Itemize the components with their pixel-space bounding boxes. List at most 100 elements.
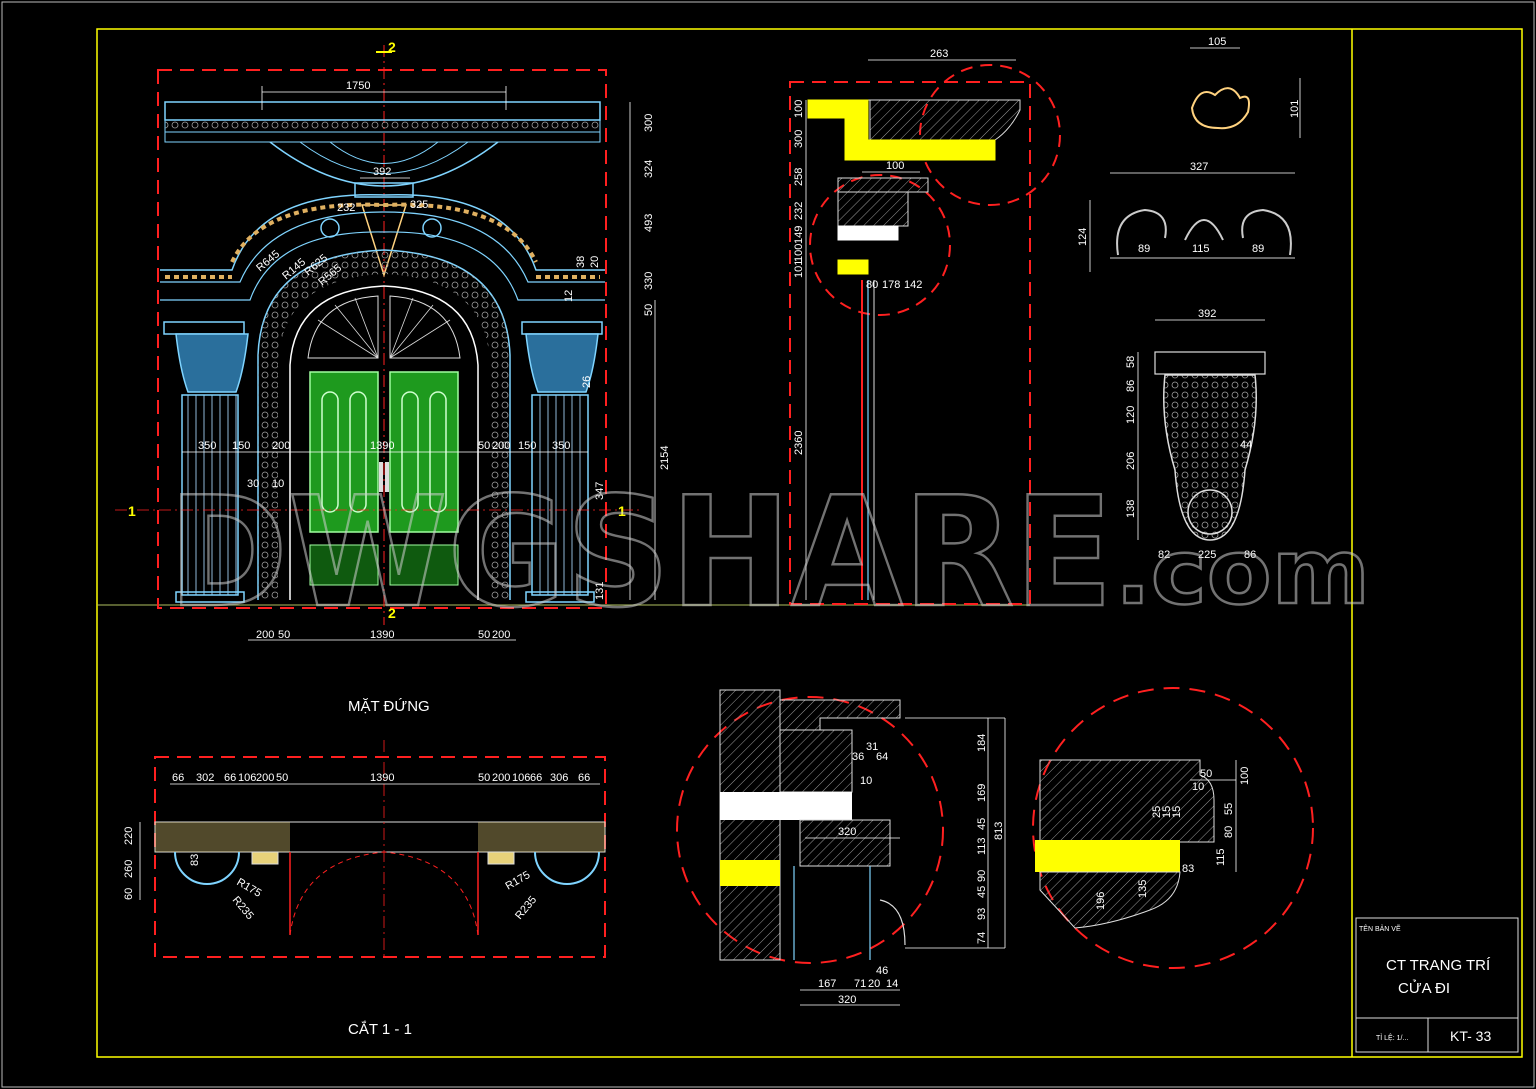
detail-b-profile-upper [1039, 759, 1215, 843]
dim-arch-right: 325 [410, 199, 428, 211]
title-name-line2: CỬA ĐI [1398, 979, 1450, 997]
dim-b-200b: 200 [492, 629, 510, 641]
wall-line [154, 821, 606, 853]
column-base-right [525, 591, 595, 603]
dim-r-2154: 2154 [659, 446, 671, 470]
detail-circle-b-marker [809, 174, 951, 316]
det-b-d6: 55 [1223, 803, 1235, 815]
column-plan-left [174, 851, 240, 885]
sec-t3: 106 [238, 772, 256, 784]
sec-t8: 200 [492, 772, 510, 784]
title-block: TÊN BẢN VẼ CT TRANG TRÍ CỬA ĐI TỈ LỆ: 1/… [1355, 917, 1519, 1053]
detail-circle-a-marker [919, 64, 1061, 206]
column-shaft-left [181, 394, 239, 596]
dim-right-stack: 300 324 493 330 50 2154 347 131 38 20 12… [563, 114, 671, 600]
door-handle-right [385, 462, 389, 492]
profile-dim-l0: 100 [793, 100, 805, 118]
sec-t1: 302 [196, 772, 214, 784]
dim-m-50: 50 [478, 440, 490, 452]
title-name-label: TÊN BẢN VẼ [1359, 924, 1401, 933]
bowl-ornament [269, 141, 499, 187]
detail-b-profile-lower [1039, 871, 1181, 929]
drawing-frame [96, 28, 1523, 1058]
ornament-scroll-part-3: 89 [1252, 243, 1264, 255]
det-b-d5: 15 [1171, 806, 1183, 818]
jamb-left [251, 851, 279, 865]
arch-bead-ornament [230, 202, 538, 263]
rosette-right [422, 218, 442, 238]
dim-keystone: 392 [373, 166, 391, 178]
door-swing-right [383, 851, 479, 936]
dim-small-26: 26 [581, 376, 593, 388]
title-sheet-number: KT- 33 [1450, 1028, 1491, 1044]
det-a-r7: 74 [976, 932, 988, 944]
door-lower-panel-right [389, 544, 459, 586]
det-a-r6: 93 [976, 908, 988, 920]
cut-mark-right: 1 [618, 503, 626, 519]
bracket-rosette [1187, 489, 1233, 535]
profile-yellow-band [837, 259, 869, 275]
det-b-d4: 15 [1161, 806, 1173, 818]
profile-block-2 [837, 177, 929, 193]
ornament-bud-shape [1190, 87, 1250, 130]
ornament-small-height: 101 [1289, 100, 1301, 118]
elevation-title: MẶT ĐỨNG [348, 698, 430, 715]
det-a-s2: 64 [876, 751, 888, 763]
dim-side-10: 10 [272, 478, 284, 490]
profile-dim-l4: 149 [793, 226, 805, 244]
det-a-btotal: 320 [838, 994, 856, 1006]
profile-dim-height: 2360 [793, 431, 805, 455]
ornament-scroll-part-2: 115 [1192, 243, 1210, 255]
transom-right [389, 295, 461, 359]
profile-dimension-lines [805, 59, 1016, 600]
profile-dim-inner: 100 [886, 160, 904, 172]
det-a-r4: 90 [976, 870, 988, 882]
det-a-s3: 10 [860, 775, 872, 787]
bracket-l3: 206 [1125, 452, 1137, 470]
ornament-small-width: 105 [1208, 36, 1226, 48]
watermark: DWGSHARE .com [167, 463, 1372, 643]
sec-t0: 66 [172, 772, 184, 784]
detail-a-circle [676, 696, 944, 964]
profile-dim-l6: 101 [793, 260, 805, 278]
bracket-width: 392 [1198, 308, 1216, 320]
detail-b-dim-lines [1190, 760, 1237, 872]
det-a-s1: 31 [866, 741, 878, 753]
detail-a-view: 184 169 45 113 90 45 93 74 813 36 31 64 … [676, 689, 1006, 1006]
rosette-left [320, 218, 340, 238]
section-title: CẮT 1 - 1 [348, 1020, 412, 1038]
det-a-r2: 45 [976, 818, 988, 830]
det-a-mid: 320 [838, 826, 856, 838]
dim-m-1390: 1390 [370, 440, 394, 452]
section-dim-top-row: 66 302 66 106 200 50 1390 50 200 106 66 … [172, 772, 590, 784]
bracket-l0: 58 [1125, 356, 1137, 368]
arch-band-3 [160, 231, 605, 301]
sec-l0: 220 [123, 827, 135, 845]
watermark-suffix: .com [1115, 520, 1370, 625]
column-plan-right [534, 851, 600, 885]
sec-t12: 66 [578, 772, 590, 784]
dim-small-38: 38 [575, 256, 587, 268]
bracket-b2: 86 [1244, 549, 1256, 561]
jamb-right [487, 851, 515, 865]
ornament-scroll-width: 327 [1190, 161, 1208, 173]
bracket-l4: 138 [1125, 500, 1137, 518]
arch-band-2 [160, 211, 605, 283]
door-leaf-outline [289, 285, 479, 600]
dim-r-50: 50 [643, 304, 655, 316]
bracket-b1: 225 [1198, 549, 1216, 561]
section-1-1-view: 66 302 66 106 200 50 1390 50 200 106 66 … [123, 740, 606, 1038]
wall-right-fill [478, 822, 605, 852]
sec-small: 83 [189, 854, 201, 866]
dim-m-150: 150 [232, 440, 250, 452]
profile-white-band [837, 225, 899, 241]
cornice-band [164, 101, 601, 121]
dim-r-324: 324 [643, 160, 655, 178]
dim-r-347: 347 [594, 482, 606, 500]
dim-bottom-row: 200 50 1390 50 200 [256, 629, 510, 641]
profile-block-3 [837, 191, 909, 227]
column-shaft-right [531, 394, 589, 596]
capital-abacus-left [163, 321, 245, 335]
ornament-scroll-detail: 327 124 89 115 89 [1077, 161, 1295, 272]
dim-small-20: 20 [589, 256, 601, 268]
